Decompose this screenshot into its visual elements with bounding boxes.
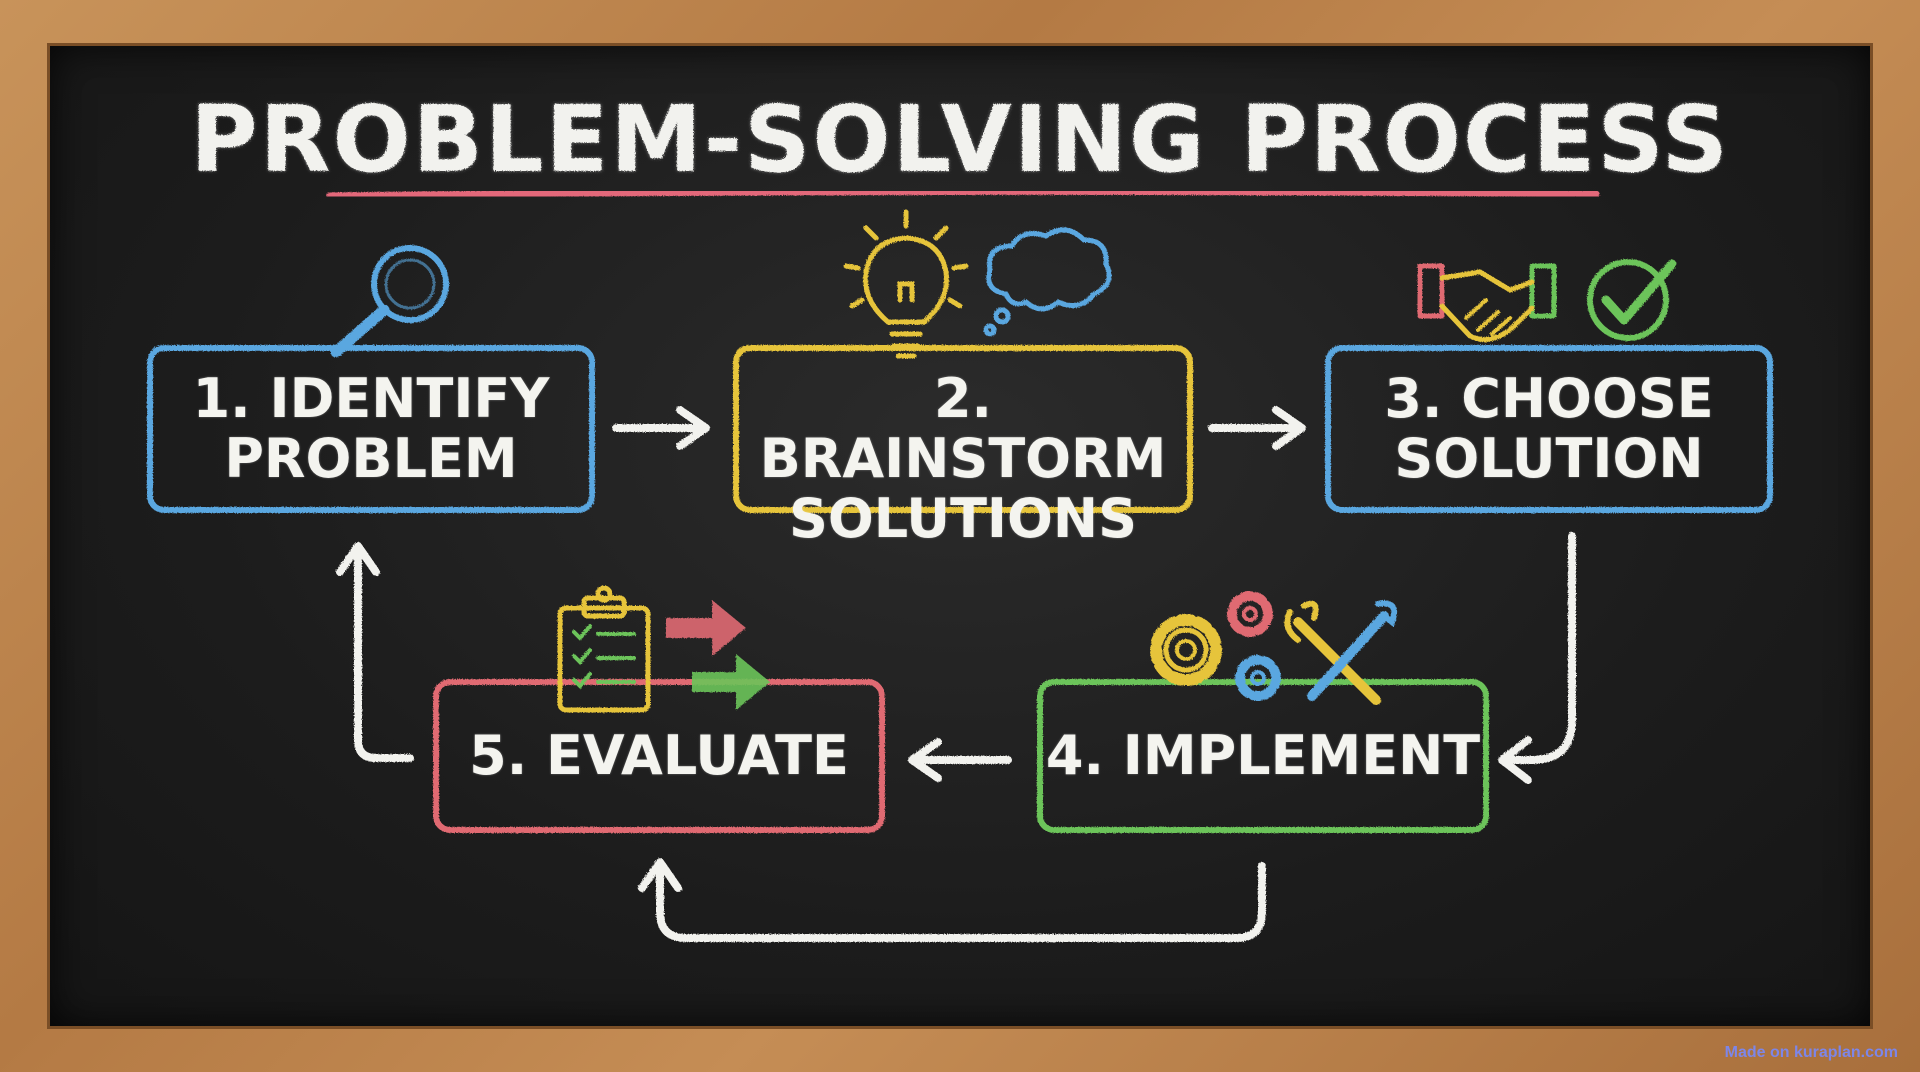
lightbulb-and-thought-cloud-icon	[843, 209, 969, 359]
step-5-label: 5. EVALUATE	[436, 726, 882, 786]
page-title: PROBLEM-SOLVING PROCESS	[190, 86, 1730, 193]
arrow-5-to-1	[336, 542, 414, 762]
handshake-icon	[1417, 263, 1557, 343]
step-3-label: 3. CHOOSE SOLUTION	[1328, 369, 1770, 489]
arrow-4-to-5-loop	[638, 858, 1266, 942]
magnifying-glass-icon	[330, 245, 449, 358]
arrow-3-to-4	[1498, 532, 1576, 784]
step-4-label: 4. IMPLEMENT	[1040, 726, 1486, 786]
step-2-label: 2. BRAINSTORM SOLUTIONS	[736, 369, 1190, 549]
step-3-box	[1325, 345, 1773, 513]
forward-arrows-icon	[666, 600, 770, 710]
step-2-box	[733, 345, 1193, 513]
clipboard-icon	[557, 585, 651, 713]
step-5-line1: 5. EVALUATE	[469, 724, 849, 787]
gear-icon	[1150, 591, 1281, 701]
thought-cloud-icon	[983, 227, 1112, 337]
step-3-line1: 3. CHOOSE	[1384, 367, 1714, 430]
step-2-line1: 2. BRAINSTORM	[759, 367, 1167, 490]
step-1-label: 1. IDENTIFY PROBLEM	[150, 369, 592, 489]
watermark-link[interactable]: Made on kuraplan.com	[1724, 1044, 1898, 1061]
step-5-box	[433, 679, 885, 833]
title-underline	[326, 187, 1600, 200]
chalkboard	[50, 46, 1870, 1026]
arrow-2-to-3	[1208, 406, 1306, 450]
step-2-line2: SOLUTIONS	[788, 487, 1138, 550]
arrow-4-to-5	[908, 738, 1012, 782]
checkmark-icon	[1587, 259, 1677, 341]
step-3-line2: SOLUTION	[1394, 427, 1704, 490]
arrow-1-to-2	[612, 406, 710, 450]
step-1-box	[147, 345, 595, 513]
step-4-line1: 4. IMPLEMENT	[1045, 724, 1481, 787]
step-1-line2: PROBLEM	[224, 427, 518, 490]
wrench-screwdriver-icon	[1284, 600, 1398, 705]
step-1-line1: 1. IDENTIFY	[192, 367, 550, 430]
